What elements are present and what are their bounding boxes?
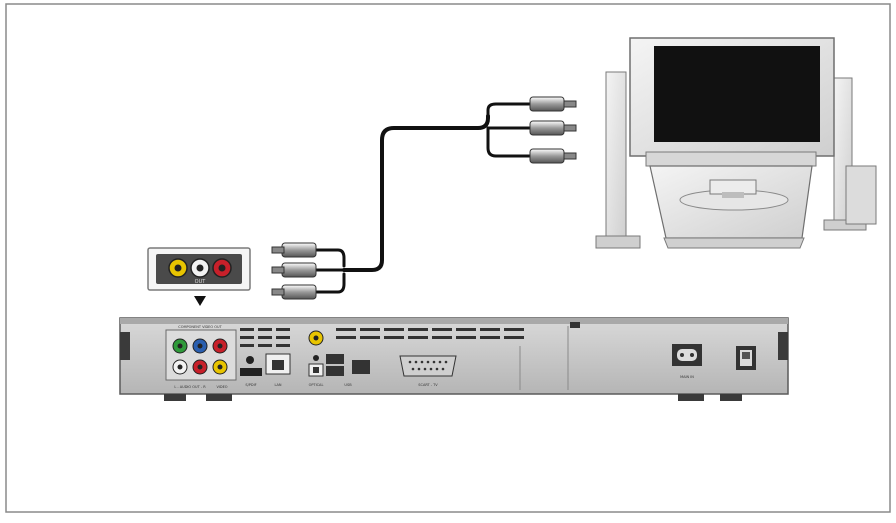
- scart-label: SCART - TV: [418, 383, 438, 387]
- rca-plug: [529, 120, 577, 136]
- set-top-box: COMPONENT VIDEO OUT L - AUDIO OUT - R VI…: [119, 317, 789, 401]
- spdif-label: S/PDIF: [245, 383, 256, 387]
- lan-label: LAN: [274, 383, 281, 387]
- optical-port: OPTICAL ANTENNA: [308, 330, 352, 387]
- frame-border: [5, 3, 891, 513]
- usb-label: USB: [344, 383, 352, 387]
- power-socket: MAIN IN: [672, 344, 702, 379]
- vent-slots: [240, 328, 524, 347]
- optical-label: OPTICAL: [309, 383, 324, 387]
- component-label: COMPONENT VIDEO OUT: [178, 325, 222, 329]
- rca-plug: [271, 242, 317, 258]
- rca-plug: [529, 96, 577, 112]
- left-speaker-icon: [595, 71, 641, 249]
- av-out-callout: OUT: [147, 247, 251, 291]
- audio-label: L - AUDIO OUT - R: [174, 385, 206, 389]
- rca-plugs-device-side: [271, 242, 317, 300]
- av-cable: [314, 102, 532, 294]
- scart-port: SCART - TV: [399, 355, 457, 387]
- power-label: MAIN IN: [680, 375, 694, 379]
- rf-label: ANTENNA: [336, 335, 352, 339]
- down-triangle-icon: [194, 296, 206, 306]
- component-video-out: COMPONENT VIDEO OUT L - AUDIO OUT - R VI…: [165, 325, 237, 389]
- rca-plug: [271, 262, 317, 278]
- rca-plug: [271, 284, 317, 300]
- lan-port: LAN: [265, 353, 291, 387]
- right-speaker-icon: [823, 77, 877, 231]
- av-out-badge: OUT: [195, 279, 207, 285]
- usb-ports: USB: [326, 354, 370, 387]
- rca-plug: [529, 148, 577, 164]
- video-label: VIDEO: [216, 385, 227, 389]
- spdif-port: S/PDIF: [240, 356, 262, 387]
- television-icon: [629, 37, 835, 249]
- power-switch: [736, 346, 756, 370]
- rca-plugs-tv-side: [529, 96, 577, 164]
